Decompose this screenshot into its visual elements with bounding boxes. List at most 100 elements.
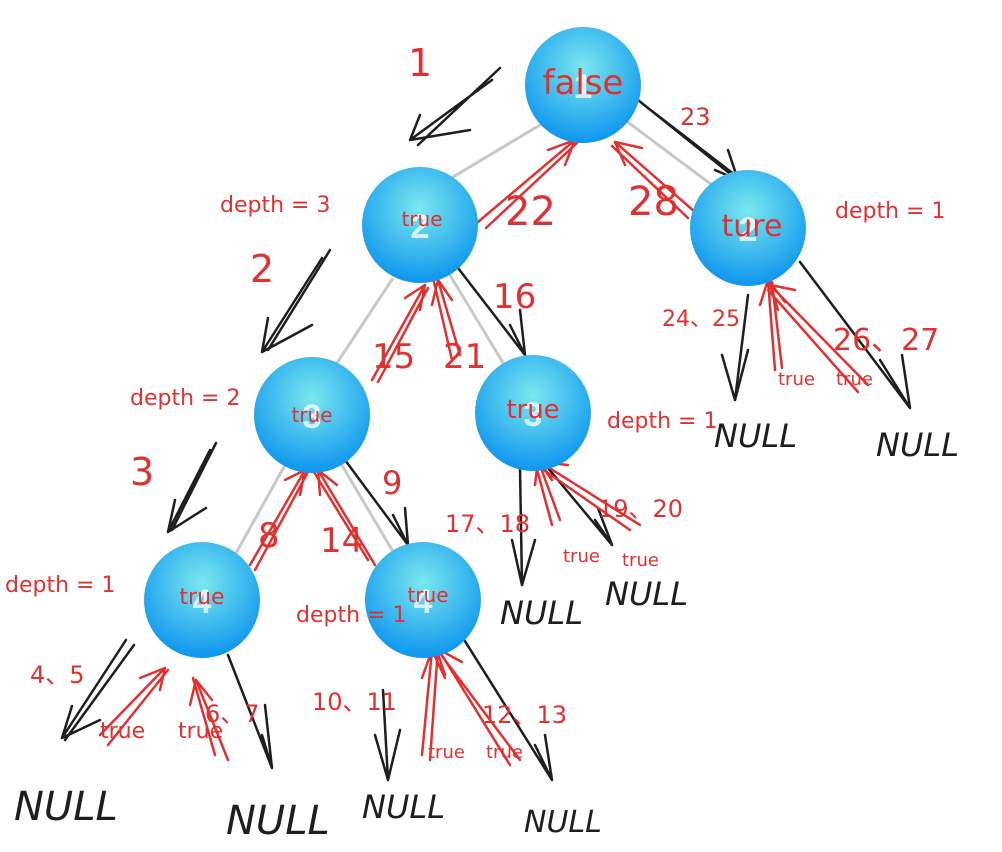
node-value: true — [407, 583, 448, 607]
node-value: true — [506, 395, 559, 425]
edge-2-3 — [333, 277, 395, 367]
node-number: 2 — [411, 208, 430, 246]
depth-label-node-4r: depth = 1 — [296, 603, 406, 628]
step-12-13: 12、13 — [482, 701, 567, 729]
arrow-2-down — [260, 248, 332, 354]
depth-label-node-2r: depth = 1 — [835, 199, 945, 224]
descent-arrows — [60, 66, 912, 782]
step-22: 22 — [505, 189, 556, 235]
step-26-27: 26、27 — [833, 323, 939, 358]
step-10-11: 10、11 — [312, 688, 397, 716]
tree-node-4: 4 true — [144, 542, 260, 658]
return-2r-to-1 — [610, 140, 697, 220]
null-leaf: NULL — [605, 575, 688, 613]
arrow-4r-right-null — [456, 628, 554, 782]
edge-3-4r — [338, 461, 397, 556]
null-leaf: NULL — [714, 417, 797, 455]
return-2r-right — [766, 283, 870, 394]
step-23: 23 — [680, 103, 711, 131]
step-2: 2 — [250, 247, 274, 291]
step-19-20: 19、20 — [598, 495, 683, 523]
arrow-3-right — [343, 458, 410, 547]
edge-1-2r — [624, 118, 713, 187]
tree-node-1: 1 false — [525, 27, 641, 143]
node-value: true — [179, 585, 224, 610]
null-leaf: NULL — [500, 594, 583, 632]
node-number: 2 — [739, 211, 758, 249]
return-4r-left — [420, 646, 447, 762]
return-true: true — [178, 719, 223, 744]
return-3r-to-2 — [430, 278, 462, 362]
arrow-2r-left-null — [720, 293, 750, 402]
step-6-7: 6、7 — [205, 700, 260, 728]
arrow-3r-left-null — [510, 466, 537, 587]
null-leaf: NULL — [226, 798, 330, 844]
node-circle — [690, 170, 806, 286]
node-circle — [475, 355, 591, 471]
tree-edges — [233, 118, 713, 556]
node-number: 4 — [193, 583, 212, 621]
step-28: 28 — [628, 179, 679, 225]
step-9: 9 — [382, 464, 402, 502]
node-value: true — [401, 207, 442, 231]
node-value: false — [543, 63, 624, 103]
arrow-2-right — [456, 266, 527, 357]
depth-label-node-3r: depth = 1 — [607, 409, 717, 434]
step-labels: 1 2 3 4、5 6、7 8 9 10、11 12、13 14 15 16 1… — [30, 41, 939, 729]
step-17-18: 17、18 — [445, 510, 530, 538]
return-true: true — [622, 550, 659, 571]
return-true: true — [778, 369, 815, 390]
null-leaves: NULL NULL NULL NULL NULL NULL NULL NULL — [14, 417, 959, 844]
step-15: 15 — [372, 337, 415, 377]
depth-label-node-3: depth = 2 — [130, 386, 240, 411]
return-value-labels: true true true true true true true true — [100, 369, 873, 763]
null-leaf: NULL — [14, 784, 118, 830]
return-true: true — [563, 546, 600, 567]
edge-2-3r — [446, 271, 507, 367]
node-circle — [254, 357, 370, 473]
step-16: 16 — [493, 277, 536, 317]
return-true: true — [100, 719, 145, 744]
return-true: true — [486, 742, 523, 763]
arrow-3-down — [166, 441, 218, 534]
null-leaf: NULL — [524, 805, 602, 840]
node-value: ture — [722, 209, 783, 244]
tree-node-3: 3 true — [254, 357, 370, 473]
step-3: 3 — [130, 450, 154, 494]
node-value: true — [291, 403, 332, 427]
return-2-to-1 — [476, 138, 580, 230]
step-21: 21 — [443, 337, 486, 377]
node-number: 3 — [524, 396, 543, 434]
return-2r-left — [758, 278, 787, 372]
step-24-25: 24、25 — [662, 307, 740, 332]
step-14: 14 — [320, 521, 363, 561]
edge-1-2 — [447, 120, 546, 182]
return-4r-to-3 — [312, 468, 377, 567]
step-8: 8 — [258, 516, 280, 556]
step-4-5: 4、5 — [30, 661, 85, 689]
tree-node-3r: 3 true — [475, 355, 591, 471]
step-1: 1 — [408, 41, 432, 85]
return-3r-left — [533, 458, 562, 527]
return-4-to-3 — [248, 468, 310, 572]
tree-node-2r: 2 ture — [690, 170, 806, 286]
null-leaf: NULL — [876, 426, 959, 464]
node-circle — [525, 27, 641, 143]
return-3r-right — [536, 460, 642, 532]
depth-label-node-2: depth = 3 — [220, 193, 330, 218]
node-circle — [365, 542, 481, 658]
arrow-1-down — [408, 66, 502, 147]
depth-labels: depth = 3 depth = 1 depth = 2 depth = 1 … — [5, 193, 945, 628]
arrow-4-left-null — [60, 638, 136, 742]
edge-3-4 — [233, 464, 287, 556]
return-true: true — [836, 369, 873, 390]
node-number: 4 — [414, 583, 433, 621]
null-leaf: NULL — [362, 788, 445, 826]
node-number: 3 — [303, 398, 322, 436]
return-3-to-2 — [370, 283, 430, 384]
return-true: true — [428, 742, 465, 763]
arrow-4-right-null — [226, 653, 274, 770]
return-4r-right — [434, 646, 522, 767]
node-number: 1 — [574, 68, 593, 106]
arrow-4r-left-null — [373, 688, 402, 782]
